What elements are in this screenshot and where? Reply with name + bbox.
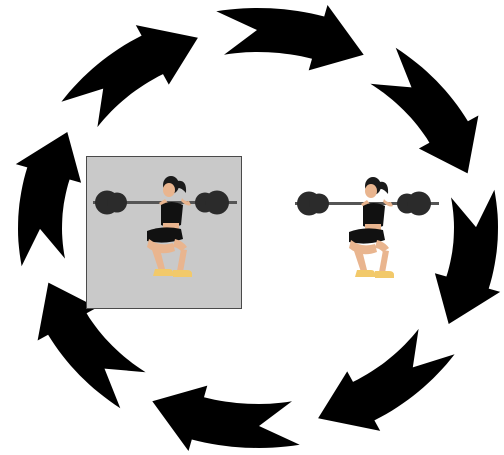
face <box>163 183 175 197</box>
ponytail <box>177 181 186 193</box>
squat-panel <box>285 170 445 300</box>
shoe <box>153 269 173 276</box>
shoe <box>173 270 192 277</box>
cycle-arrow-segment <box>370 48 478 174</box>
shin <box>379 250 389 273</box>
highlighted-squat-panel <box>86 156 242 309</box>
weight-plate <box>309 194 329 214</box>
weight-plate <box>205 191 229 215</box>
weight-plate <box>407 192 431 216</box>
woman-barbell-squat-icon <box>87 157 242 309</box>
shoe <box>375 271 394 278</box>
face <box>365 184 377 198</box>
thigh <box>173 239 187 251</box>
ponytail <box>379 182 388 194</box>
thigh <box>375 240 389 252</box>
weight-plate <box>107 193 127 213</box>
cycle-arrow-segment <box>152 386 299 451</box>
cycle-arrow-segment <box>216 5 363 70</box>
shin <box>177 249 187 272</box>
woman-barbell-squat-icon <box>285 170 445 300</box>
cycle-arrow-segment <box>61 25 198 127</box>
cycle-arrow-segment <box>318 329 455 431</box>
shoe <box>355 270 375 277</box>
cycle-arrow-segment <box>16 132 81 266</box>
